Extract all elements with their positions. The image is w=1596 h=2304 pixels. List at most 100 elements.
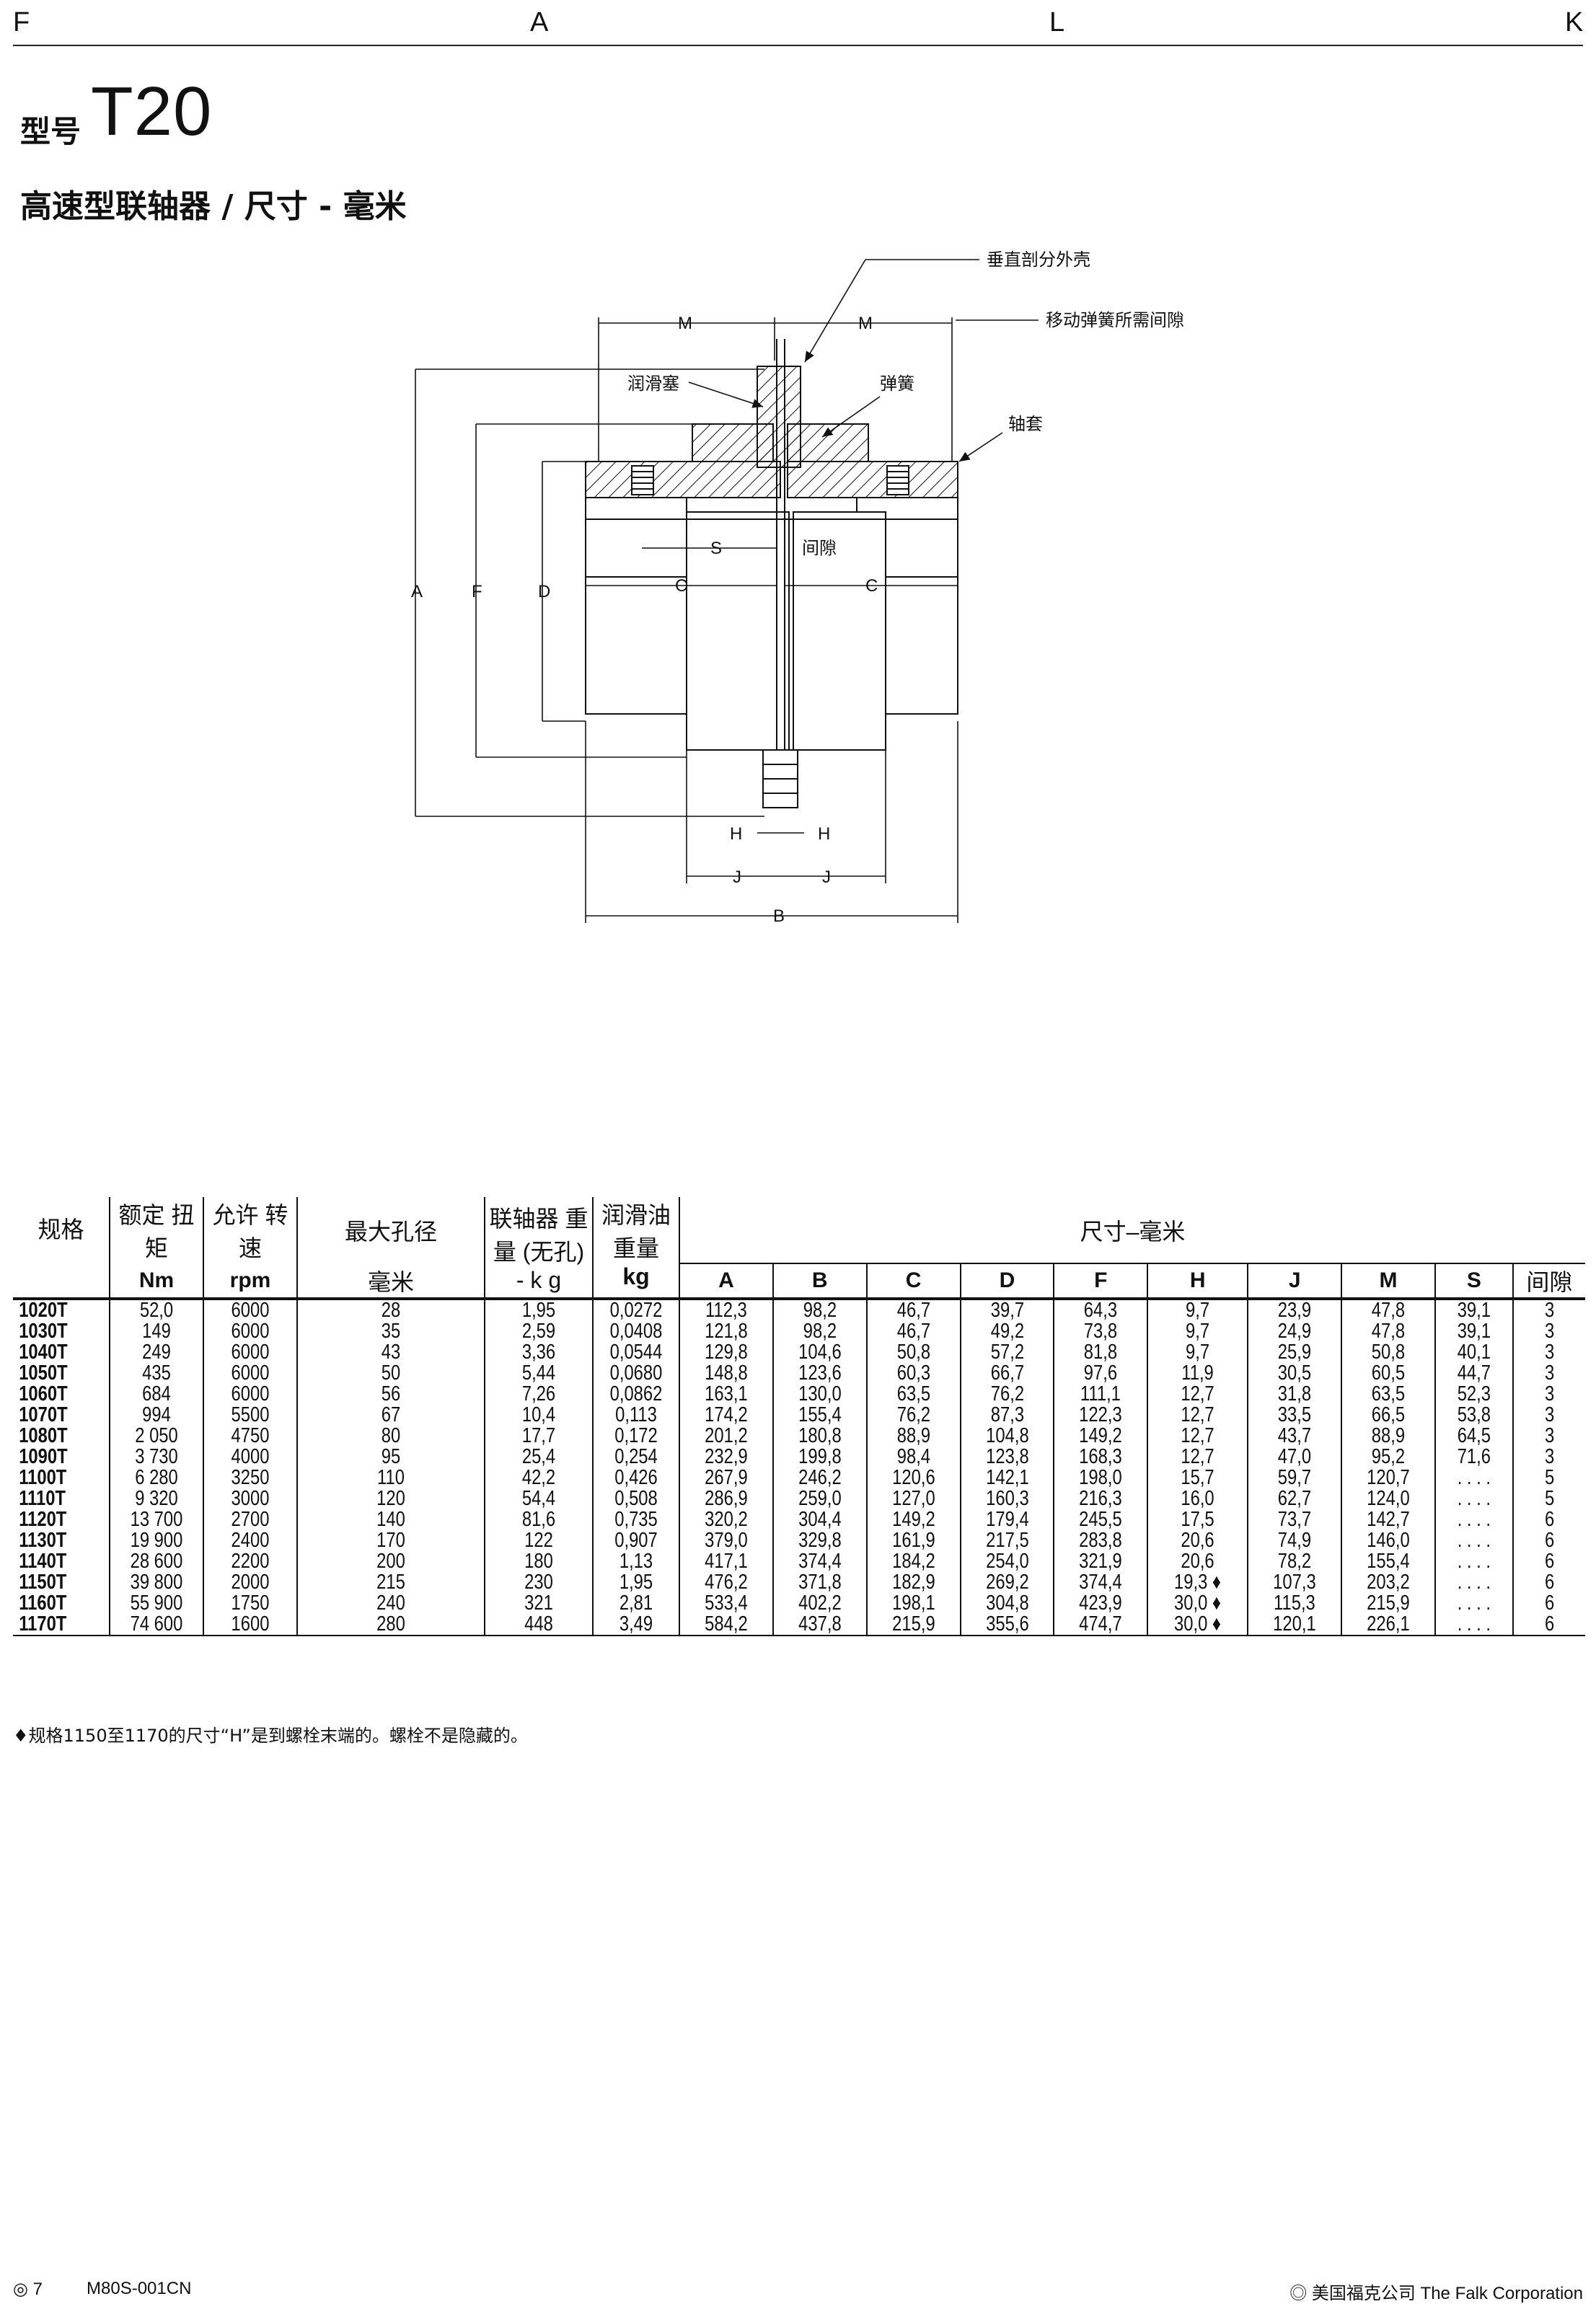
footnote: ♦规格1150至1170的尺寸“H”是到螺栓末端的。螺栓不是隐藏的。 [13,1726,528,1746]
label-s: S [710,539,722,558]
cell-a: 267,9 286,9 320,2 379,0 [687,1467,765,1551]
cell-size: 1060T 1070T 1080T 1090T [19,1382,68,1468]
page-title: 型号 T20 [20,72,212,151]
col-c: C [865,1263,961,1300]
cell-size: 1140T 1150T 1160T 1170T [19,1550,67,1636]
cell-torque: 6 280 9 320 13 700 19 900 [117,1467,195,1551]
footer-copyright: ◎ 美国福克公司 The Falk Corporation [1289,2284,1583,2303]
cell-lube: 0,0272 0,0408 [599,1299,672,1342]
col-weight: 联轴器 重量 (无孔) - k g [484,1197,593,1300]
label-gap: 间隙 [802,539,837,558]
col-torque: 额定 扭矩 [109,1197,203,1263]
cell-lube: 0,426 0,508 0,735 0,907 [599,1467,672,1551]
right-seal [886,465,909,495]
cell-f: 321,9 374,4 423,9 474,7 [1062,1551,1139,1636]
cell-m: 63,5 66,5 88,9 95,2 [1349,1384,1427,1467]
label-hub: 轴套 [1008,415,1043,434]
page-subtitle: 高速型联轴器 / 尺寸 - 毫米 [20,188,407,225]
header-letter-l: L [1049,7,1066,37]
cell-c: 120,6 127,0 149,2 161,9 [874,1467,952,1551]
cell-speed: 2200 2000 1750 1600 [211,1551,289,1636]
cell-speed: 3250 3000 2700 2400 [211,1467,289,1551]
label-b: B [773,906,785,926]
cell-d: 76,2 87,3 104,8 123,8 [968,1384,1046,1467]
cell-weight: 1,95 2,59 [493,1299,583,1342]
cell-size: 1040T 1050T [19,1341,68,1385]
cell-bore: 56 67 80 95 [313,1384,468,1467]
cell-h: 9,7 9,7 [1155,1299,1239,1342]
left-hub [585,497,687,715]
label-j-left: J [733,868,741,887]
cell-b: 374,4 371,8 402,2 437,8 [780,1551,859,1636]
label-a: A [411,582,423,601]
cell-a: 417,1 476,2 533,4 584,2 [687,1551,765,1636]
col-torque-unit: Nm [109,1263,203,1300]
cell-m: 155,4 203,2 215,9 226,1 [1349,1551,1427,1636]
header-letter-a: A [530,7,550,37]
cell-j: 31,8 33,5 43,7 47,0 [1256,1384,1333,1467]
cell-gap: 3 3 3 3 [1518,1384,1579,1467]
label-plug: 润滑塞 [627,374,679,394]
cell-d: 57,2 66,7 [968,1342,1046,1384]
label-housing: 垂直剖分外壳 [987,250,1090,270]
col-bore: 最大孔径 [296,1197,485,1263]
cell-b: 246,2 259,0 304,4 329,8 [780,1467,859,1551]
cell-s: . . . . . . . . . . . . . . . . [1441,1551,1506,1636]
cell-m: 120,7 124,0 142,7 146,0 [1349,1467,1427,1551]
cell-gap: 5 5 6 6 [1518,1467,1579,1551]
cell-gap: 3 3 [1518,1342,1579,1384]
label-h-left: H [730,824,742,844]
label-h-right: H [818,824,830,844]
col-j: J [1247,1263,1342,1300]
cell-a: 112,3 121,8 [687,1299,765,1342]
cell-d: 39,7 49,2 [968,1299,1046,1342]
cell-j: 59,7 62,7 73,7 74,9 [1256,1467,1333,1551]
cell-bore: 43 50 [313,1342,468,1384]
cell-bore: 110 120 140 170 [313,1467,468,1551]
col-s: S [1434,1263,1513,1300]
cell-b: 104,6 123,6 [780,1342,859,1384]
cell-f: 64,3 73,8 [1062,1299,1139,1342]
label-c-right: C [865,576,878,596]
cell-gap: 3 3 [1518,1299,1579,1342]
cell-bore: 28 35 [313,1299,468,1342]
cell-s: 52,3 53,8 64,5 71,6 [1441,1384,1506,1467]
cell-gap: 6 6 6 6 [1518,1551,1579,1636]
col-d: D [959,1263,1054,1300]
model-number: T20 [91,73,213,150]
header-letter-k: K [1565,7,1584,37]
cell-torque: 249 435 [117,1342,195,1384]
cell-s: 40,1 44,7 [1441,1342,1506,1384]
label-m-right: M [858,314,873,333]
label-m-left: M [678,314,692,333]
cell-size: 1100T 1110T 1120T 1130T [19,1466,67,1552]
cell-d: 254,0 269,2 304,8 355,6 [968,1551,1046,1636]
cell-torque: 52,0 149 [117,1299,195,1342]
cell-c: 50,8 60,3 [874,1342,952,1384]
cell-lube: 1,13 1,95 2,81 3,49 [599,1551,672,1636]
cell-bore: 200 215 240 280 [313,1551,468,1636]
label-c-left: C [675,576,687,596]
col-speed-unit: rpm [203,1263,297,1300]
col-m: M [1341,1263,1435,1300]
left-bore [686,511,790,751]
spring-grid [586,518,958,578]
header-rule [13,45,1583,46]
footer-page: ◎ 7 [13,2279,43,2299]
cell-c: 63,5 76,2 88,9 98,4 [874,1384,952,1467]
col-lube-unit: kg [622,1263,650,1289]
label-clearance: 移动弹簧所需间隙 [1046,311,1184,330]
cell-torque: 684 994 2 050 3 730 [117,1384,195,1467]
col-bore-unit: 毫米 [296,1263,485,1300]
cell-c: 184,2 182,9 198,1 215,9 [874,1551,952,1636]
cell-j: 78,2 107,3 115,3 120,1 [1256,1551,1333,1636]
cell-weight: 3,36 5,44 [493,1342,583,1384]
coupling-drawing: 垂直剖分外壳 移动弹簧所需间隙 润滑塞 弹簧 轴套 M M S 间隙 C C A… [411,250,1184,926]
cell-b: 130,0 155,4 180,8 199,8 [780,1384,859,1467]
left-seal [631,465,654,495]
cell-j: 25,9 30,5 [1256,1342,1333,1384]
model-prefix: 型号 [20,114,81,149]
